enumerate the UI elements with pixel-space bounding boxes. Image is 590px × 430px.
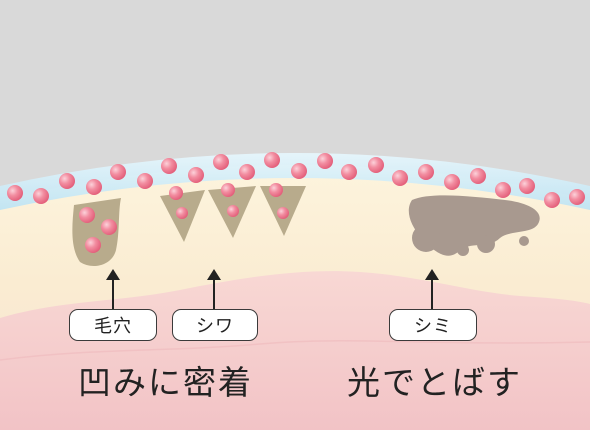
spot-shape xyxy=(408,195,540,256)
dermis-texture xyxy=(0,340,590,361)
arrow-pores xyxy=(106,269,120,309)
arrow-spots xyxy=(425,269,439,309)
caption-left: 凹みに密着 xyxy=(78,363,253,402)
depression-particles xyxy=(79,183,289,253)
label-pores: 毛穴 xyxy=(69,309,157,341)
label-pores-text: 毛穴 xyxy=(94,316,132,337)
label-wrinkles-text: シワ xyxy=(196,316,234,337)
label-spots: シミ xyxy=(389,309,477,341)
label-spots-text: シミ xyxy=(414,316,452,337)
label-wrinkles: シワ xyxy=(172,309,258,341)
film-layer xyxy=(0,153,590,210)
caption-right: 光でとばす xyxy=(347,363,522,402)
film-particles xyxy=(7,152,585,208)
arrow-wrinkles xyxy=(207,269,221,309)
